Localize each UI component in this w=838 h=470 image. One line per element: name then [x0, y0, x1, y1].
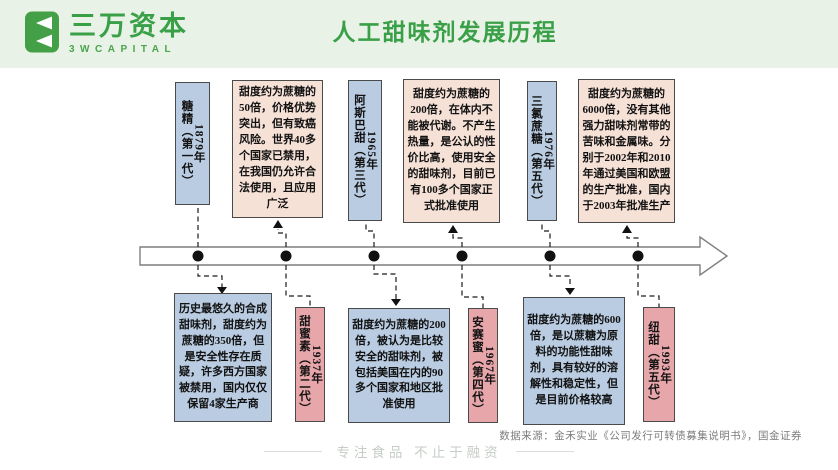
- sweetener-name: 安赛蜜（第四代）: [471, 315, 483, 416]
- timeline-dot: [280, 250, 292, 262]
- sweetener-name: 纽甜（第五代）: [647, 320, 659, 409]
- logo-name-cn: 三万资本: [69, 11, 189, 41]
- arrowhead-down-icon: [565, 288, 575, 295]
- logo-mark-icon: [25, 11, 59, 53]
- connector-cyclamate-down: [285, 265, 311, 307]
- data-source-note: 数据来源：金禾实业《公司发行可转债募集说明书》，国金证券: [499, 430, 802, 442]
- header-banner: 三万资本 3WCAPITAL 人工甜味剂发展历程: [0, 0, 838, 68]
- acesulfame-desc-box: 甜度约为蔗糖的200倍，在体内不能被代谢。不产生热量，是公认的性价比高，使用安全…: [403, 79, 500, 223]
- sucralose-desc-box: 甜度约为蔗糖的600倍，是以蔗糖为原料的功能性甜味剂，具有较好的溶解性和稳定性，…: [523, 297, 625, 425]
- cyclamate-name-box: 甜蜜素（第二代） 1937年: [295, 307, 325, 422]
- saccharin-desc-box: 历史最悠久的合成甜味剂，甜度约为蔗糖的350倍，但是安全性存在质疑，许多西方国家…: [174, 293, 272, 422]
- connector-neotame-down: [637, 265, 660, 307]
- connector-aspartame-up: [365, 221, 375, 247]
- tagline-text: 专注食品 不止于融资: [336, 445, 502, 460]
- connector-cyclamate-up: [277, 229, 287, 247]
- sweetener-year: 1879年: [192, 123, 205, 164]
- neotame-desc-box: 甜度约为蔗糖的6000倍，没有其他强力甜味剂常带的苦味和金属味。分别于2002年…: [578, 79, 675, 223]
- sweetener-description: 甜度约为蔗糖的50倍，价格优势突出，但有致癌风险。世界40多个国家已禁用，在我国…: [239, 86, 316, 210]
- sweetener-name: 糖精（第一代）: [180, 99, 193, 188]
- timeline-dot: [456, 250, 468, 262]
- sweetener-description: 甜度约为蔗糖的6000倍，没有其他强力甜味剂常带的苦味和金属味。分别于2002年…: [582, 88, 671, 212]
- arrowhead-down-icon: [391, 299, 401, 306]
- sweetener-year: 1967年: [483, 345, 496, 386]
- aspartame-desc-box: 甜度约为蔗糖的200倍，被认为是比较安全的甜味剂，被包括美国在内的90多个国家和…: [348, 308, 450, 423]
- timeline-dot: [632, 250, 644, 262]
- acesulfame-name-box: 安赛蜜（第四代） 1967年: [468, 308, 498, 423]
- sweetener-description: 甜度约为蔗糖的200倍，被认为是比较安全的甜味剂，被包括美国在内的90多个国家和…: [352, 318, 446, 411]
- sweetener-description: 甜度约为蔗糖的200倍，在体内不能被代谢。不产生热量，是公认的性价比高，使用安全…: [407, 88, 496, 212]
- sucralose-name-box: 三氯蔗糖（第五代） 1976年: [527, 81, 557, 221]
- sweetener-year: 1965年: [365, 130, 378, 171]
- connector-sucralose-down: [549, 265, 571, 287]
- logo-name-en: 3WCAPITAL: [69, 44, 177, 56]
- connector-arrowheads: [217, 220, 632, 306]
- sweetener-description: 历史最悠久的合成甜味剂，甜度约为蔗糖的350倍，但是安全性存在质疑，许多西方国家…: [179, 302, 267, 411]
- timeline-dot: [192, 250, 204, 262]
- arrowhead-up-icon: [448, 225, 458, 233]
- neotame-name-box: 纽甜（第五代） 1993年: [643, 307, 675, 422]
- timeline-arrow: [139, 235, 729, 277]
- page-title: 人工甜味剂发展历程: [332, 19, 558, 45]
- connector-acesulfame-up: [452, 234, 463, 247]
- arrowhead-up-icon: [622, 225, 632, 233]
- timeline-dots: [192, 250, 644, 262]
- sweetener-name: 甜蜜素（第二代）: [298, 314, 310, 415]
- sweetener-year: 1937年: [310, 344, 323, 385]
- sweetener-year: 1993年: [659, 344, 672, 385]
- connector-aspartame-down: [373, 265, 397, 299]
- connector-acesulfame-down: [461, 265, 484, 308]
- company-logo: 三万资本 3WCAPITAL: [25, 11, 189, 55]
- sweetener-name: 阿斯巴甜（第三代）: [353, 94, 365, 207]
- tagline-right-rule: [515, 450, 574, 452]
- sweetener-year: 1976年: [542, 131, 555, 171]
- arrowhead-up-icon: [273, 220, 283, 228]
- connector-saccharin-down: [197, 265, 223, 287]
- sweetener-description: 甜度约为蔗糖的600倍，是以蔗糖为原料的功能性甜味剂，具有较好的溶解性和稳定性，…: [527, 314, 621, 406]
- logo-text: 三万资本 3WCAPITAL: [69, 11, 189, 55]
- timeline-dot: [368, 250, 380, 262]
- saccharin-name-box: 糖精（第一代） 1879年: [175, 82, 210, 205]
- cyclamate-desc-box: 甜度约为蔗糖的50倍，价格优势突出，但有致癌风险。世界40多个国家已禁用，在我国…: [232, 80, 323, 218]
- tagline-left-rule: [264, 450, 323, 452]
- sweetener-name: 三氯蔗糖（第五代）: [530, 94, 542, 208]
- connector-sucralose-up: [541, 221, 551, 247]
- timeline-dot: [544, 250, 556, 262]
- aspartame-name-box: 阿斯巴甜（第三代） 1965年: [348, 80, 382, 221]
- connector-neotame-up: [626, 234, 639, 247]
- footer-tagline: 专注食品 不止于融资: [0, 441, 838, 461]
